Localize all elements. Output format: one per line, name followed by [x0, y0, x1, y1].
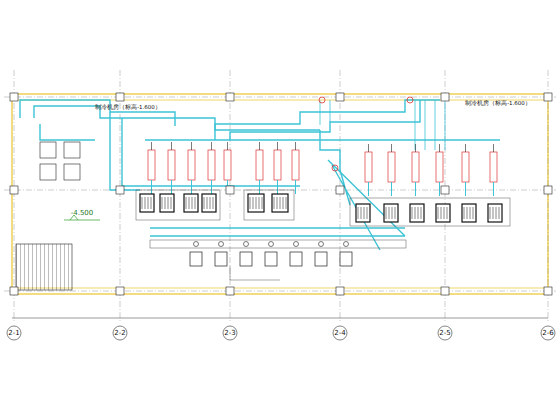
chiller	[140, 194, 154, 212]
pump	[315, 252, 327, 266]
pump	[215, 252, 227, 266]
column	[226, 287, 234, 295]
column	[336, 186, 344, 194]
pump	[365, 152, 372, 182]
pump	[208, 150, 215, 180]
equipment-base	[244, 190, 294, 220]
axis-label: 2-3	[224, 330, 235, 337]
pump	[256, 150, 263, 180]
pump	[292, 150, 299, 180]
room-name: 制冷机房（标高-1.600）	[465, 101, 531, 107]
pump	[188, 150, 195, 180]
pump	[274, 150, 281, 180]
wall-outline	[12, 94, 548, 294]
pump	[290, 252, 302, 266]
pump	[462, 152, 469, 182]
column	[336, 93, 344, 101]
chiller	[410, 204, 424, 222]
pump	[412, 152, 419, 182]
column	[116, 186, 124, 194]
column	[10, 287, 18, 295]
axis-label: 2-5	[439, 330, 450, 337]
chiller	[384, 204, 398, 222]
axis-label: 2-4	[334, 330, 345, 337]
pump	[265, 252, 277, 266]
stair	[16, 244, 72, 290]
chiller	[272, 194, 288, 212]
pump	[224, 150, 231, 180]
chiller	[184, 194, 198, 212]
column	[10, 93, 18, 101]
chiller	[436, 204, 450, 222]
column	[544, 186, 552, 194]
column	[226, 186, 234, 194]
column	[441, 93, 449, 101]
level-label: -4.500	[71, 210, 94, 217]
pump	[388, 152, 395, 182]
pump	[436, 152, 443, 182]
axis-label: 2-2	[114, 330, 125, 337]
column	[544, 93, 552, 101]
pump	[340, 252, 352, 266]
column	[226, 93, 234, 101]
axis-label: 2-1	[8, 330, 19, 337]
chiller	[356, 204, 370, 222]
room-name: 制冷机房（标高-1.600）	[95, 105, 161, 111]
axis-label: 2-6	[542, 330, 553, 337]
pipe	[20, 100, 500, 250]
pump	[148, 150, 155, 180]
column	[544, 287, 552, 295]
column	[10, 186, 18, 194]
equipment-base	[350, 198, 510, 226]
axis-grid	[4, 70, 556, 322]
column	[441, 287, 449, 295]
column	[116, 287, 124, 295]
chiller	[462, 204, 476, 222]
column	[441, 186, 449, 194]
chiller	[488, 204, 502, 222]
pump	[240, 252, 252, 266]
pump	[490, 152, 497, 182]
chiller	[202, 194, 216, 212]
heat-exchanger	[40, 142, 80, 180]
chiller	[160, 194, 174, 212]
column	[116, 93, 124, 101]
pump	[190, 252, 202, 266]
column	[336, 287, 344, 295]
dimension-line	[12, 318, 548, 319]
equipment-base	[136, 190, 220, 220]
axis-bubble	[7, 326, 555, 340]
chiller	[248, 194, 264, 212]
pump	[168, 150, 175, 180]
valve	[319, 97, 413, 171]
